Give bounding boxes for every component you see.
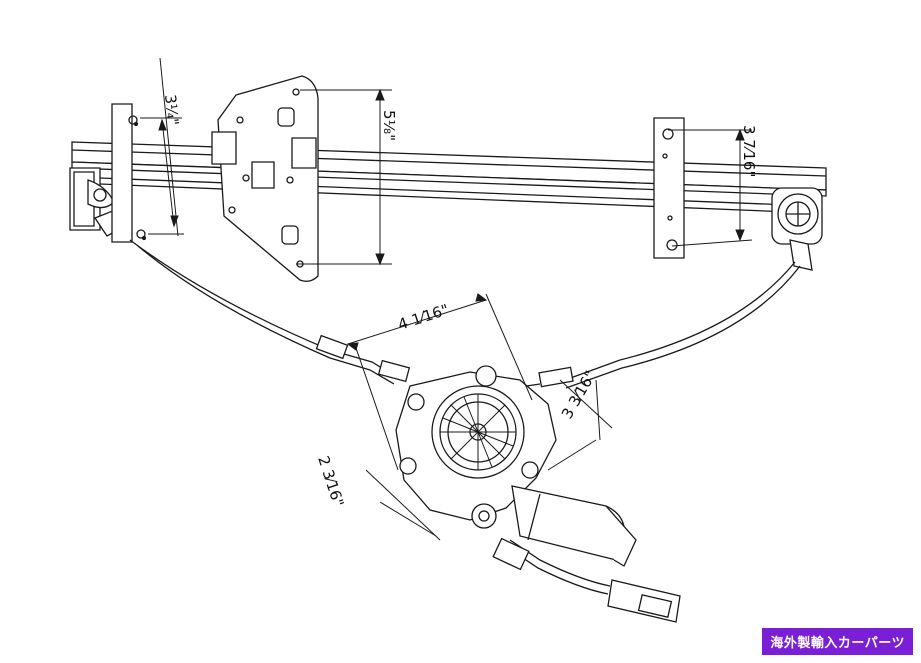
center-lift-plate [212,76,318,281]
right-mounting-bracket [654,118,684,258]
left-mounting-bracket [112,104,146,242]
right-pulley [772,188,822,270]
dim-gear-offset: 2 3⁄16" [314,454,347,509]
dim-motor-width: 4 1⁄16" [396,301,451,334]
regulator-rail [72,142,826,212]
wire-harness [493,539,680,622]
motor-gearbox [396,366,556,528]
motor-barrel [512,486,636,566]
dim-right-bracket: 3 7⁄16" [740,125,758,177]
dim-left-bracket: 3¼" [161,94,182,127]
dimension-lines [140,58,752,540]
cables [130,240,800,390]
watermark-badge: 海外製輸入カーパーツ [762,628,913,655]
dim-center-plate: 5⅛" [380,110,398,141]
